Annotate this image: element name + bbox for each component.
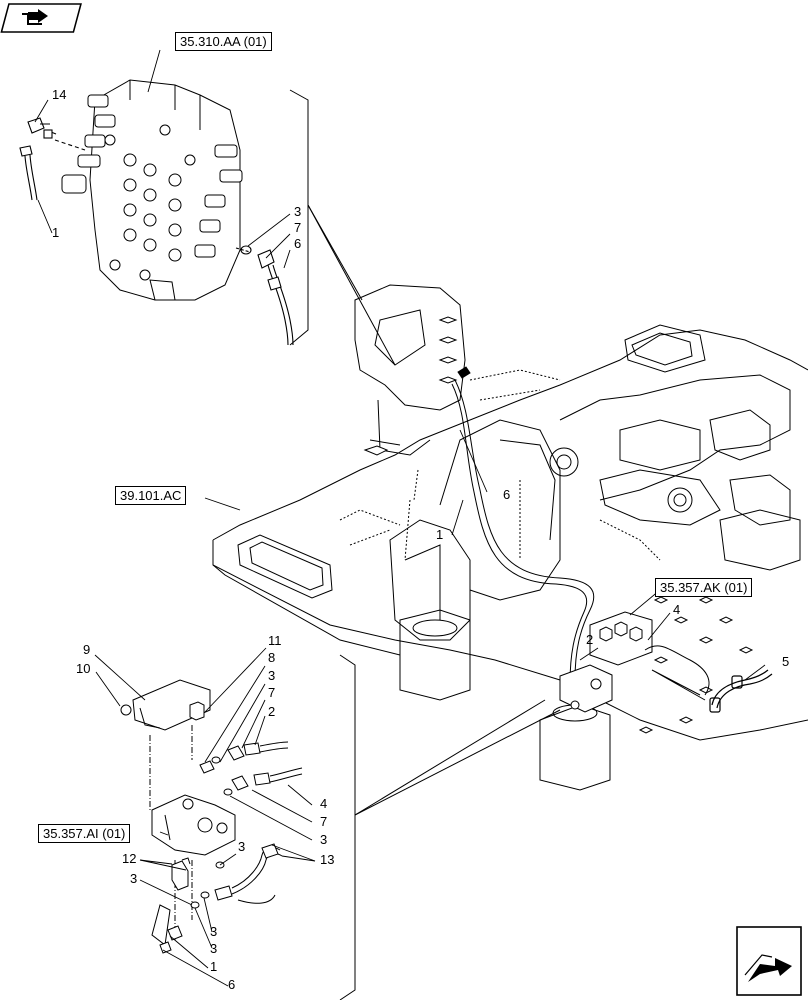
callout-1-main: 1 [436, 527, 444, 542]
callout-7-top: 7 [294, 220, 302, 235]
hose-item-5-drawing [709, 669, 773, 713]
callout-3-a: 3 [268, 668, 276, 683]
callout-7-b: 7 [320, 814, 328, 829]
leader-lines [34, 49, 766, 987]
callout-4-b: 4 [320, 796, 328, 811]
callout-3-e: 3 [210, 924, 218, 939]
ref-valve-block-ak[interactable]: 35.357.AK (01) [655, 578, 753, 597]
callout-6-top: 6 [294, 236, 302, 251]
callout-6-bottom: 6 [228, 977, 236, 992]
fittings-3-7-6-top [235, 245, 294, 346]
callout-3-f: 3 [210, 941, 218, 956]
callout-5-main: 5 [782, 654, 790, 669]
detail-bracket-bottom [339, 654, 706, 1000]
callout-3-c: 3 [238, 839, 246, 854]
callout-13: 13 [320, 852, 335, 867]
callout-6-main: 6 [503, 487, 511, 502]
callout-3-b: 3 [320, 832, 328, 847]
upper-frame-drawing [212, 324, 808, 791]
callout-4-main: 4 [673, 602, 681, 617]
detail-bracket-top [289, 89, 396, 366]
ref-control-valve[interactable]: 35.310.AA (01) [175, 32, 272, 51]
exploded-control-valve [61, 79, 243, 301]
callout-3-d: 3 [130, 871, 138, 886]
callout-2-a: 2 [268, 704, 276, 719]
callout-8: 8 [268, 650, 276, 665]
callout-1-top: 1 [52, 225, 60, 240]
mounted-control-valve [354, 284, 466, 456]
callout-11: 11 [268, 633, 282, 648]
callout-7-a: 7 [268, 685, 276, 700]
callout-9: 9 [83, 642, 91, 657]
folder-arrow-icon[interactable] [0, 3, 82, 33]
callout-1-bottom: 1 [210, 959, 218, 974]
hose-routing [451, 366, 595, 685]
fitting-14-and-hose-1 [19, 117, 86, 201]
valve-block-ak-drawing [559, 611, 710, 713]
callout-14: 14 [52, 87, 67, 102]
ref-valve-block-ai[interactable]: 35.357.AI (01) [38, 824, 131, 843]
callout-3-top: 3 [294, 204, 302, 219]
callout-12: 12 [122, 851, 137, 866]
callout-10: 10 [76, 661, 91, 676]
ref-upper-frame[interactable]: 39.101.AC [115, 486, 187, 505]
next-page-arrow-icon[interactable] [736, 926, 802, 996]
valve-block-ai-detail [120, 679, 303, 954]
callout-2-main: 2 [586, 632, 594, 647]
